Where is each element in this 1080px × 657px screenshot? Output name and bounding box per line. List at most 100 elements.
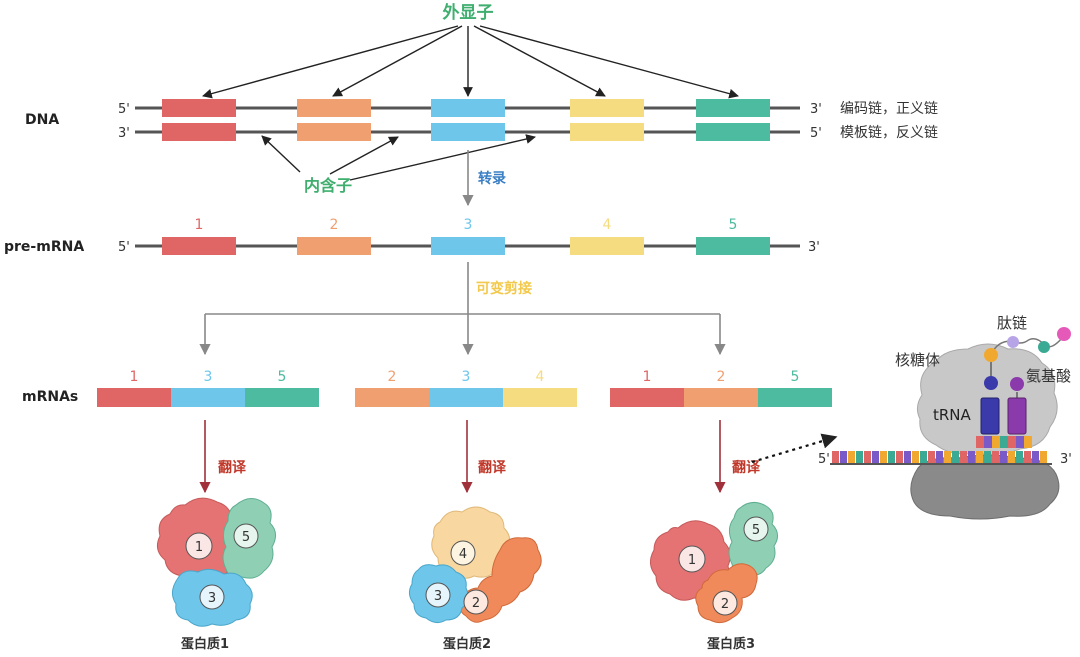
dna-template-exon-5 — [696, 123, 770, 141]
mrna-3-exon-1 — [610, 388, 684, 407]
mrna-3-exon-number-1: 1 — [643, 369, 652, 385]
codon-base — [904, 451, 911, 463]
dna-coding-3prime: 3' — [810, 102, 822, 117]
mrna-2-exon-3 — [429, 388, 503, 407]
amino-acid-bead — [1057, 327, 1071, 341]
trna-amino-acid — [984, 376, 998, 390]
protein-3-domain-2 — [712, 590, 738, 616]
mrna-3-exon-2 — [684, 388, 758, 407]
intron-label: 内含子 — [304, 176, 352, 195]
mrna-2-exon-2 — [355, 388, 429, 407]
codon-base — [888, 451, 895, 463]
protein-3-label: 蛋白质3 — [707, 636, 755, 652]
trna-right — [1007, 397, 1027, 435]
protein-3-domain-5-number: 5 — [752, 523, 760, 538]
trna-amino-acid — [1010, 377, 1024, 391]
mrna-2-exon-number-4: 4 — [536, 369, 545, 385]
translation-label-2: 翻译 — [478, 459, 507, 476]
pre-mrna-exon-1 — [162, 237, 236, 255]
translation-arrows — [199, 420, 726, 494]
dna-exon-blocks — [162, 99, 770, 141]
pre-mrna-exon-number-3: 3 — [464, 217, 473, 233]
pre-mrna-exon-2 — [297, 237, 371, 255]
amino-acid-bead — [1038, 341, 1050, 353]
codon-base — [864, 451, 871, 463]
exon-label: 外显子 — [443, 2, 494, 23]
codon-base — [832, 451, 839, 463]
protein-2-domain-2-number: 2 — [472, 596, 480, 611]
intron-pointer-arrows — [261, 134, 536, 181]
mrna-2-exon-4 — [503, 388, 577, 407]
protein-1-domain-5-number: 5 — [242, 530, 250, 545]
mrna-3-exon-number-2: 2 — [717, 369, 726, 385]
amino-acid-bead — [1007, 336, 1019, 348]
translation-label-1: 翻译 — [218, 459, 247, 476]
exon-pointer-arrows — [202, 25, 739, 99]
protein-1-label: 蛋白质1 — [181, 636, 229, 652]
codon-base — [960, 451, 967, 463]
anticodon-strip — [976, 436, 1032, 448]
pre-mrna-exon-3 — [431, 237, 505, 255]
dna-coding-exon-2 — [297, 99, 371, 117]
codon-base — [984, 451, 991, 463]
dna-template-5prime: 5' — [810, 126, 822, 141]
protein-3-domain-2-number: 2 — [721, 597, 729, 612]
mrna-1-exon-5 — [245, 388, 319, 407]
codon-base — [952, 451, 959, 463]
codon-base — [1000, 451, 1007, 463]
protein-1-domain-3 — [199, 584, 225, 610]
protein-1-domain-1 — [185, 532, 213, 560]
dna-coding-exon-1 — [162, 99, 236, 117]
protein-1-domain-3-number: 3 — [208, 591, 216, 606]
mrna-2-exon-number-2: 2 — [388, 369, 397, 385]
protein-2: 4 3 2 蛋白质2 — [408, 506, 542, 652]
amino-acid-label: 氨基酸 — [1026, 367, 1071, 385]
ribosome-pointer-arrow — [751, 433, 838, 464]
codon-base — [840, 451, 847, 463]
ribosome-label: 核糖体 — [895, 351, 940, 369]
codon-base — [976, 451, 983, 463]
dna-template-exon-1 — [162, 123, 236, 141]
transcription-label: 转录 — [478, 170, 506, 187]
pre-mrna-label: pre-mRNA — [4, 239, 84, 255]
peptide-label: 肽链 — [997, 314, 1027, 332]
codon-base — [920, 451, 927, 463]
codon-base — [1016, 451, 1023, 463]
dna-template-exon-3 — [431, 123, 505, 141]
trna-label: tRNA — [933, 406, 972, 424]
ribosome-mrna-5prime: 5' — [818, 452, 830, 467]
dna-coding-strand: 5' 3' 编码链，正义链 — [118, 101, 938, 117]
pre-mrna-5prime: 5' — [118, 240, 130, 255]
pre-mrna-3prime: 3' — [808, 240, 820, 255]
pre-mrna-exon-number-2: 2 — [330, 217, 339, 233]
pre-mrna-exon-4 — [570, 237, 644, 255]
protein-3-domain-1 — [678, 545, 706, 573]
protein-2-domain-3-number: 3 — [434, 589, 442, 604]
codon-base — [880, 451, 887, 463]
mrna-codon-strip — [832, 451, 1047, 463]
pre-mrna-exon-5 — [696, 237, 770, 255]
codon-base — [928, 451, 935, 463]
codon-base — [912, 451, 919, 463]
codon-base — [872, 451, 879, 463]
splicing-branches — [199, 312, 726, 356]
dna-template-exon-4 — [570, 123, 644, 141]
protein-1: 1 5 3 蛋白质1 — [156, 497, 276, 652]
dna-template-exon-2 — [297, 123, 371, 141]
dna-template-3prime: 3' — [118, 126, 130, 141]
codon-base — [896, 451, 903, 463]
mrna-1-exon-number-3: 3 — [204, 369, 213, 385]
codon-base — [1008, 451, 1015, 463]
mrna-1-exon-3 — [171, 388, 245, 407]
mrna-1-exon-number-5: 5 — [278, 369, 287, 385]
trna-left — [980, 397, 1000, 435]
mrna-3-exon-5 — [758, 388, 832, 407]
codon-base — [992, 451, 999, 463]
protein-2-domain-3 — [425, 582, 451, 608]
mrnas-label: mRNAs — [22, 389, 78, 405]
protein-2-domain-2 — [463, 589, 489, 615]
alt-splicing-label: 可变剪接 — [476, 280, 532, 297]
codon-base — [944, 451, 951, 463]
